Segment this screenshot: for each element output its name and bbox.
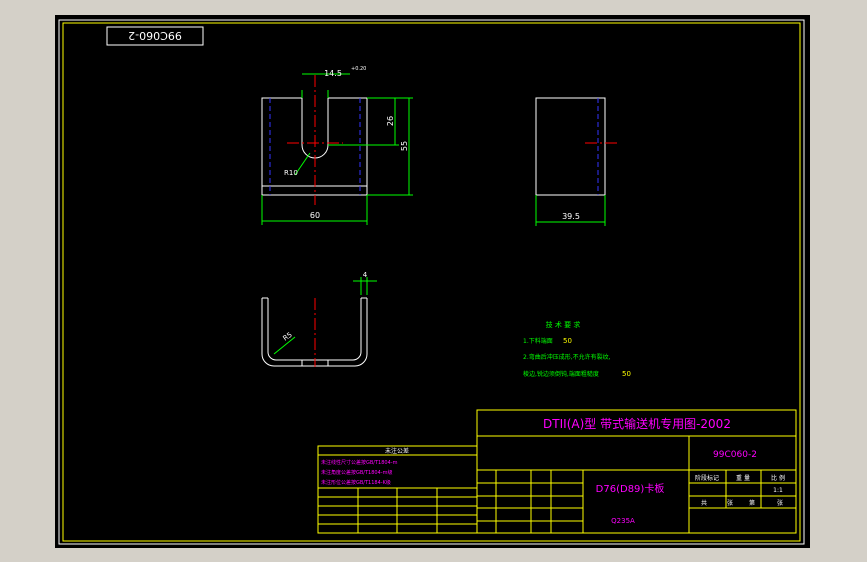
code-box-text: 99C060-2 (128, 29, 182, 42)
dim-slot-tolerance: +0.20 (351, 66, 366, 72)
tech-req-line-2: 2.弯曲后冲压成形,不允许有裂纹, (523, 353, 611, 361)
sheet-total-unit: 张 (727, 499, 733, 507)
tol-row-1: 未注线性尺寸公差按GB/T1804-m (321, 459, 398, 466)
tech-req-title: 技 术 要 求 (546, 320, 581, 329)
outer-border (58, 19, 805, 545)
drawing-number: 99C060-2 (713, 450, 757, 460)
sheet-total-label: 共 (701, 499, 707, 507)
sheet-no-label: 第 (749, 499, 755, 507)
tolerance-table: 未注公差 未注线性尺寸公差按GB/T1804-m 未注角度公差按GB/T1804… (317, 445, 478, 534)
dim-slot-width: 14.5 (324, 69, 342, 78)
cad-drawing-viewport[interactable]: 99C060-2 14.5 +0.20 26 55 60 R10 (55, 15, 810, 548)
hdr-stage: 阶段标记 (695, 474, 719, 482)
tol-row-3: 未注形位公差按GB/T1184-K级 (321, 479, 391, 486)
title-block: DTII(A)型 带式输送机专用图-2002 99C060-2 阶段标记 重 量… (476, 409, 797, 534)
tol-table-title: 未注公差 (385, 447, 409, 455)
scale-value: 1:1 (773, 487, 783, 494)
dim-side-width: 39.5 (562, 212, 580, 221)
front-view: 14.5 +0.20 26 55 60 R10 (261, 66, 413, 225)
dim-bend-radius: R5 (282, 331, 294, 343)
tech-req-roughness-2: 50 (622, 370, 631, 378)
tech-req-roughness-1: 50 (563, 337, 572, 345)
inner-border (62, 22, 801, 542)
sheet-no-unit: 张 (777, 499, 783, 507)
drawing-series-title: DTII(A)型 带式输送机专用图-2002 (543, 416, 731, 431)
hdr-scale: 比 例 (771, 474, 785, 482)
dim-thickness: 4 (363, 271, 368, 279)
dim-slot-depth: 26 (386, 116, 395, 126)
code-box (106, 26, 204, 46)
drawing-canvas: 99C060-2 14.5 +0.20 26 55 60 R10 (58, 19, 805, 545)
tech-req-line-3: 棱边,锐边须倒钝,端面粗糙度 (523, 370, 599, 378)
dim-radius: R10 (284, 169, 298, 177)
hdr-weight: 重 量 (736, 474, 750, 482)
tech-req-line-1: 1.下料端面 (523, 337, 553, 345)
part-name: D76(D89)卡板 (596, 482, 665, 495)
tech-requirements: 技 术 要 求 1.下料端面 50 2.弯曲后冲压成形,不允许有裂纹, 棱边,锐… (523, 320, 631, 378)
side-view: 39.5 (535, 97, 619, 226)
material: Q235A (611, 517, 635, 525)
top-view: 4 R5 (261, 271, 377, 367)
dim-height: 55 (400, 141, 409, 151)
front-view-outline (261, 97, 368, 196)
side-view-outline (535, 97, 606, 196)
tol-row-2: 未注角度公差按GB/T1804-m级 (321, 469, 392, 476)
dim-width: 60 (310, 211, 320, 220)
